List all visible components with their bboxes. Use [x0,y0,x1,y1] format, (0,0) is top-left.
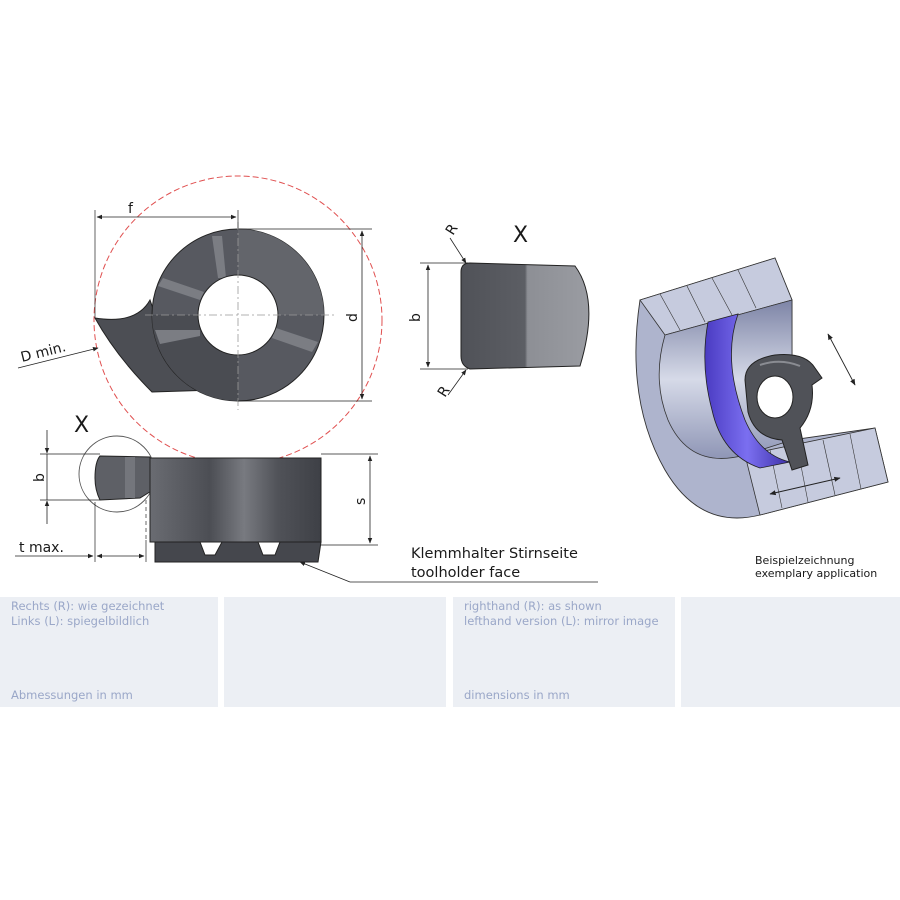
dim-dmin-leader [17,347,99,369]
info-en-right: righthand (R): as shown [464,599,602,613]
toolholder-label-en: toolholder face [411,565,520,581]
top-view: f d D min. [17,175,383,465]
info-de-right: Rechts (R): wie gezeichnet [11,599,165,613]
side-insert-body [149,457,322,543]
dim-b-side-label: b [32,473,48,482]
side-insert-feet [154,541,322,563]
application-view: Beispielzeichnung exemplary application [635,257,889,580]
example-caption-de: Beispielzeichnung [755,554,854,567]
dim-s-label: s [353,498,369,505]
info-en-dimensions: dimensions in mm [464,688,570,702]
side-view: X b s t max. Klemmhalter Stirnseite [15,413,598,583]
axial-arrow [827,333,856,386]
info-cell-en: righthand (R): as shown lefthand version… [453,597,675,707]
info-de-left: Links (L): spiegelbildlich [11,614,150,628]
application-insert [744,354,823,471]
dim-d-label: d [345,313,361,322]
dim-r-bottom-leader [447,369,467,396]
example-caption-en: exemplary application [755,567,877,580]
info-en-left: lefthand version (L): mirror image [464,614,659,628]
toolholder-label-de: Klemmhalter Stirnseite [411,546,578,562]
info-de-dimensions: Abmessungen in mm [11,688,133,702]
cutting-edge-detail [460,262,590,370]
dim-r-bottom-label: R [435,383,454,400]
info-cell-empty-1 [224,597,446,707]
radial-arrow [769,476,841,496]
detail-x-title: X [513,223,528,248]
side-x-title: X [74,413,89,438]
info-cell-empty-2 [681,597,900,707]
info-cell-de: Rechts (R): wie gezeichnet Links (L): sp… [0,597,218,707]
detail-x-view: X b R R [408,221,590,400]
dim-r-top-label: R [443,221,462,238]
dim-r-top-leader [449,237,467,264]
dim-tmax-label: t max. [19,540,64,556]
dim-b-detail-label: b [408,313,424,322]
dim-f-label: f [128,201,134,217]
